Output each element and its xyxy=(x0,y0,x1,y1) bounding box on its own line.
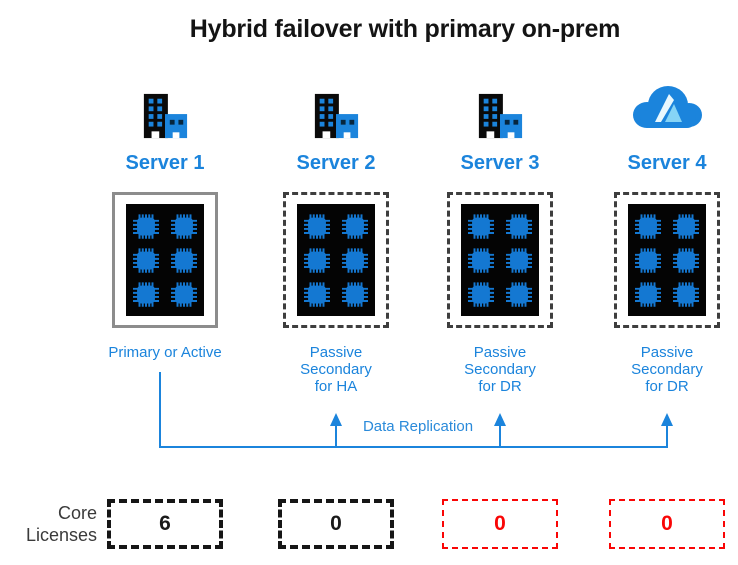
core-license-box-server-3: 0 xyxy=(442,499,558,549)
core-license-value: 6 xyxy=(159,512,171,535)
office-buildings-icon xyxy=(478,93,523,139)
server-column-4: Server 4 Passive Secondary for DR xyxy=(609,82,725,395)
cpu-chip-icon xyxy=(468,247,494,273)
cpu-chip-icon xyxy=(635,247,661,273)
server-2-chassis xyxy=(283,192,389,328)
server-1-name: Server 1 xyxy=(125,152,205,174)
server-2-icon-box xyxy=(278,82,394,140)
server-4-name: Server 4 xyxy=(627,152,707,174)
server-2-role-label: Passive Secondary for HA xyxy=(300,344,372,395)
cpu-chip-icon xyxy=(635,281,661,307)
cpu-chip-icon xyxy=(133,281,159,307)
cpu-chip-icon xyxy=(304,247,330,273)
core-license-value: 0 xyxy=(330,512,342,535)
server-column-1: Server 1 Primary or Active xyxy=(107,82,223,361)
cpu-chip-icon xyxy=(304,281,330,307)
server-3-name: Server 3 xyxy=(460,152,540,174)
cpu-chip-icon xyxy=(673,281,699,307)
server-2-name: Server 2 xyxy=(296,152,376,174)
office-buildings-icon xyxy=(143,93,188,139)
cpu-chip-icon xyxy=(635,213,661,239)
server-column-2: Server 2 Passive Secondary for HA xyxy=(278,82,394,395)
cpu-chip-icon xyxy=(171,281,197,307)
core-license-box-server-4: 0 xyxy=(609,499,725,549)
server-2-cpu-panel xyxy=(297,204,375,316)
office-buildings-icon xyxy=(314,93,359,139)
server-3-icon-box xyxy=(442,82,558,140)
cpu-chip-icon xyxy=(133,213,159,239)
server-1-chassis xyxy=(112,192,218,328)
core-license-value: 0 xyxy=(494,512,506,535)
cpu-chip-icon xyxy=(506,247,532,273)
cpu-chip-icon xyxy=(171,213,197,239)
azure-logo xyxy=(655,94,682,122)
cpu-chip-icon xyxy=(133,247,159,273)
core-license-box-server-2: 0 xyxy=(278,499,394,549)
cpu-chip-icon xyxy=(506,281,532,307)
server-3-role-label: Passive Secondary for DR xyxy=(464,344,536,395)
data-replication-label: Data Replication xyxy=(362,418,474,435)
cpu-chip-icon xyxy=(506,213,532,239)
server-column-3: Server 3 Passive Secondary for DR xyxy=(442,82,558,395)
server-4-cpu-panel xyxy=(628,204,706,316)
server-1-role-label: Primary or Active xyxy=(108,344,222,361)
server-3-chassis xyxy=(447,192,553,328)
server-4-role-label: Passive Secondary for DR xyxy=(631,344,703,395)
cpu-chip-icon xyxy=(171,247,197,273)
page-title: Hybrid failover with primary on-prem xyxy=(189,15,621,43)
cpu-chip-icon xyxy=(468,281,494,307)
server-1-cpu-panel xyxy=(126,204,204,316)
server-3-cpu-panel xyxy=(461,204,539,316)
cpu-chip-icon xyxy=(342,213,368,239)
server-4-chassis xyxy=(614,192,720,328)
cpu-chip-icon xyxy=(304,213,330,239)
server-1-icon-box xyxy=(107,82,223,140)
core-licenses-label: Core Licenses xyxy=(25,503,97,545)
server-4-icon-box xyxy=(609,82,725,140)
azure-cloud-icon xyxy=(633,86,702,128)
core-license-value: 0 xyxy=(661,512,673,535)
cpu-chip-icon xyxy=(342,281,368,307)
cpu-chip-icon xyxy=(342,247,368,273)
cpu-chip-icon xyxy=(673,247,699,273)
cpu-chip-icon xyxy=(468,213,494,239)
core-license-box-server-1: 6 xyxy=(107,499,223,549)
cpu-chip-icon xyxy=(673,213,699,239)
